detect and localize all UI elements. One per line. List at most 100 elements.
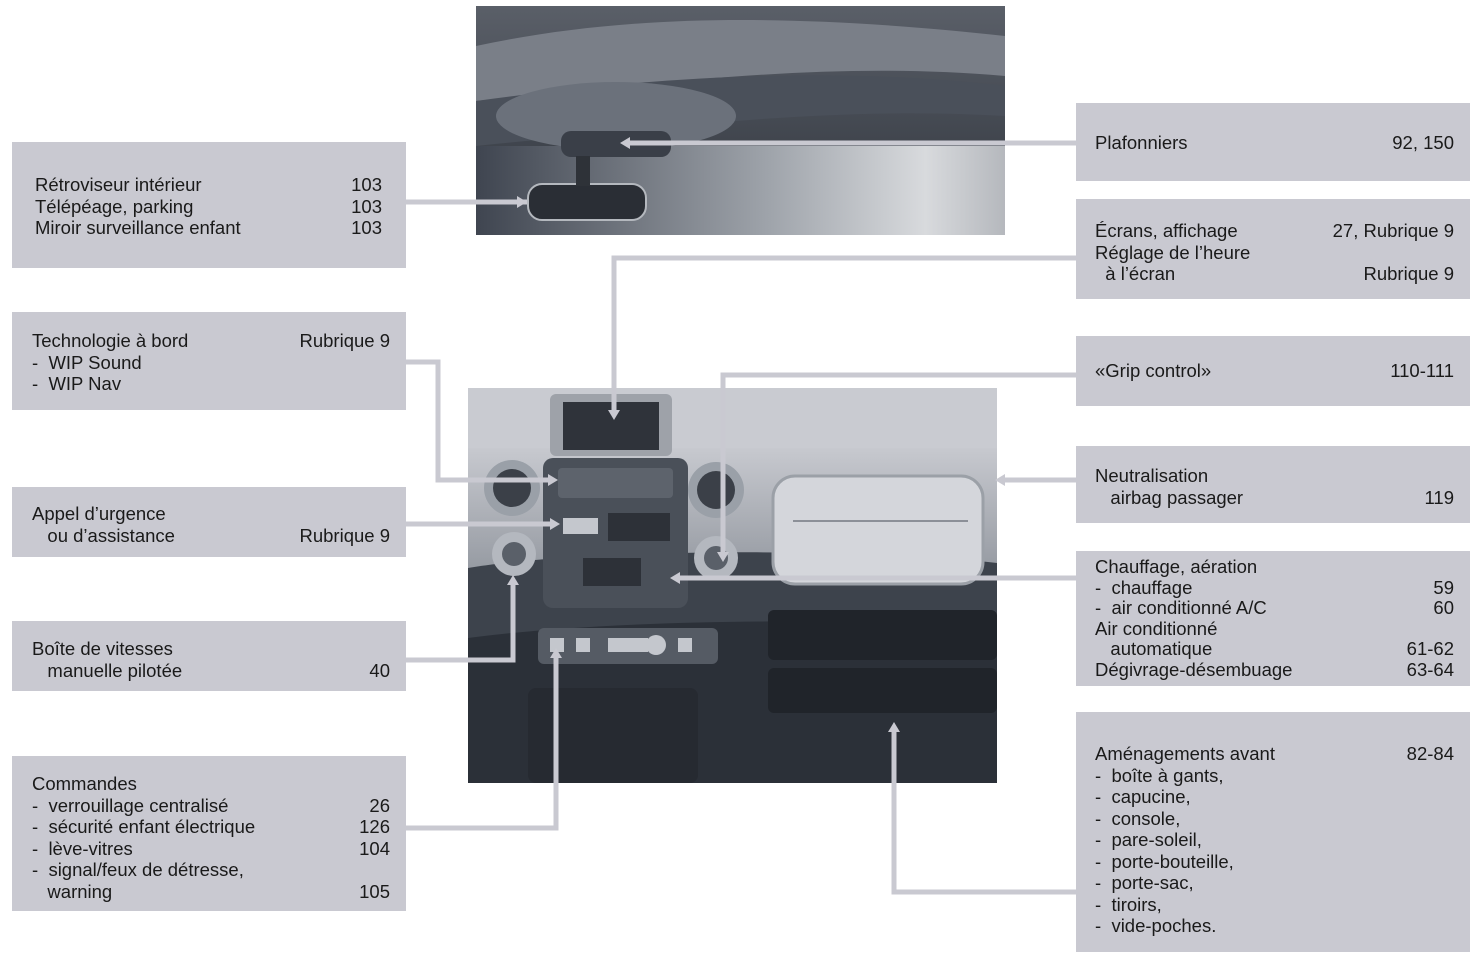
ecrans-row: Réglage de l’heure [1095,242,1454,264]
chauffage-label: Chauffage, aération [1095,556,1258,577]
retro-label: Rétroviseur intérieur [35,174,202,195]
commandes-label: - verrouillage centralisé [32,794,229,816]
amenagements-item: - capucine, [1095,786,1191,807]
commandes-page: 26 [369,794,390,816]
commandes-label: - lève-vitres [32,837,133,859]
chauffage-page: 63-64 [1406,658,1454,680]
commandes-row: - verrouillage centralisé 26 [32,795,390,817]
amenagements-item: - porte-bouteille, [1095,850,1234,872]
chauffage-label: - air conditionné A/C [1095,597,1267,618]
callout-neutralisation-airbag: Neutralisation airbag passager 119 [1076,446,1470,523]
commandes-row: - signal/feux de détresse, [32,859,390,881]
chauffage-row: automatique 61-62 [1095,638,1454,660]
boite-line2: manuelle pilotée [32,659,183,681]
leader-line-ecrans [611,255,1076,410]
commandes-page: 104 [359,837,390,859]
ecrans-row: Écrans, affichage 27, Rubrique 9 [1095,220,1454,242]
callout-boite-vitesses: Boîte de vitesses manuelle pilotée 40 [12,621,406,691]
callout-retroviseur: Rétroviseur intérieur 103 Télépéage, park… [12,142,406,268]
neutral-row: airbag passager 119 [1095,487,1454,509]
retro-page: 103 [351,195,382,217]
chauffage-label: automatique [1095,638,1213,659]
leader-line-grip [720,372,1076,552]
arrowhead-commandes [550,648,562,658]
ecrans-row: à l’écran Rubrique 9 [1095,263,1454,285]
amenagements-item: - vide-poches. [1095,915,1217,936]
amenagements-item: - console, [1095,807,1181,829]
callout-grip-control: «Grip control» 110-111 [1076,336,1470,406]
commandes-page: 105 [359,880,390,902]
callout-ecrans: Écrans, affichage 27, Rubrique 9 Réglage … [1076,199,1470,299]
amenagements-item: - porte-sac, [1095,872,1194,893]
retro-row: Rétroviseur intérieur 103 [35,174,382,196]
grip-page: 110-111 [1390,360,1454,381]
plafonniers-page: 92, 150 [1392,132,1454,153]
ecrans-page: Rubrique 9 [1363,263,1454,284]
chauffage-row: Dégivrage-désembuage 63-64 [1095,658,1454,681]
retro-row: Télépéage, parking 103 [35,196,382,218]
ecrans-label: Réglage de l’heure [1095,241,1251,263]
chauffage-label: - chauffage [1095,576,1193,598]
arrowhead-techno [548,474,558,486]
ecrans-page: 27, Rubrique 9 [1332,220,1454,241]
commandes-row: warning 105 [32,881,390,903]
grip-row: «Grip control» 110-111 [1095,360,1454,382]
amenagements-item: - tiroirs, [1095,893,1162,915]
retro-page: 103 [351,174,382,195]
commandes-label: - sécurité enfant électrique [32,816,256,837]
callout-technologie: Technologie à bord Rubrique 9 - WIP Sound… [12,312,406,410]
arrowhead-plafonniers [620,137,630,149]
amenagements-title: Aménagements avant [1095,743,1275,764]
appel-page: Rubrique 9 [299,524,390,546]
appel-line1: Appel d’urgence [32,503,166,524]
techno-item: - WIP Sound [32,351,142,373]
chauffage-label: Dégivrage-désembuage [1095,658,1293,680]
chauffage-row: Air conditionné [1095,617,1454,640]
callout-appel-urgence: Appel d’urgence ou d’assistance Rubrique … [12,487,406,557]
amenagements-page: 82-84 [1406,743,1454,764]
appel-line2: ou d’assistance [32,524,175,546]
arrowhead-appel [550,518,560,530]
chauffage-label: Air conditionné [1095,617,1218,639]
boite-line1: Boîte de vitesses [32,638,173,659]
neutral-line2: airbag passager [1095,486,1244,508]
chauffage-page: 59 [1433,576,1454,598]
techno-page: Rubrique 9 [299,330,390,351]
leader-line-boite [406,585,516,663]
chauffage-page: 61-62 [1406,638,1454,659]
appel-row: ou d’assistance Rubrique 9 [32,525,390,547]
techno-item: - WIP Nav [32,373,122,394]
neutral-line1: Neutralisation [1095,465,1209,486]
arrowhead-grip [717,552,729,562]
retro-page: 103 [351,217,382,238]
retro-label: Télépéage, parking [35,195,194,217]
commandes-label: - signal/feux de détresse, [32,859,244,880]
chauffage-row: - chauffage 59 [1095,576,1454,599]
retro-label: Miroir surveillance enfant [35,217,241,238]
boite-page: 40 [369,659,390,681]
amenagements-item: - pare-soleil, [1095,829,1202,850]
leader-line-commandes [406,658,559,831]
leader-line-amenagements [891,732,1076,895]
arrowhead-neutral [995,474,1005,486]
ecrans-label: à l’écran [1095,263,1176,284]
leader-line-techno [406,359,548,483]
neutral-page: 119 [1424,486,1455,508]
boite-row: manuelle pilotée 40 [32,660,390,682]
arrowhead-boite [507,575,519,585]
arrowhead-chauffage [670,572,680,584]
commandes-label: warning [32,880,113,902]
ecrans-label: Écrans, affichage [1095,220,1238,241]
techno-title: Technologie à bord [32,330,189,351]
techno-title-row: Technologie à bord Rubrique 9 [32,330,390,352]
grip-label: «Grip control» [1095,360,1212,381]
amenagements-title-row: Aménagements avant 82-84 [1095,743,1454,765]
retro-row: Miroir surveillance enfant 103 [35,217,382,239]
